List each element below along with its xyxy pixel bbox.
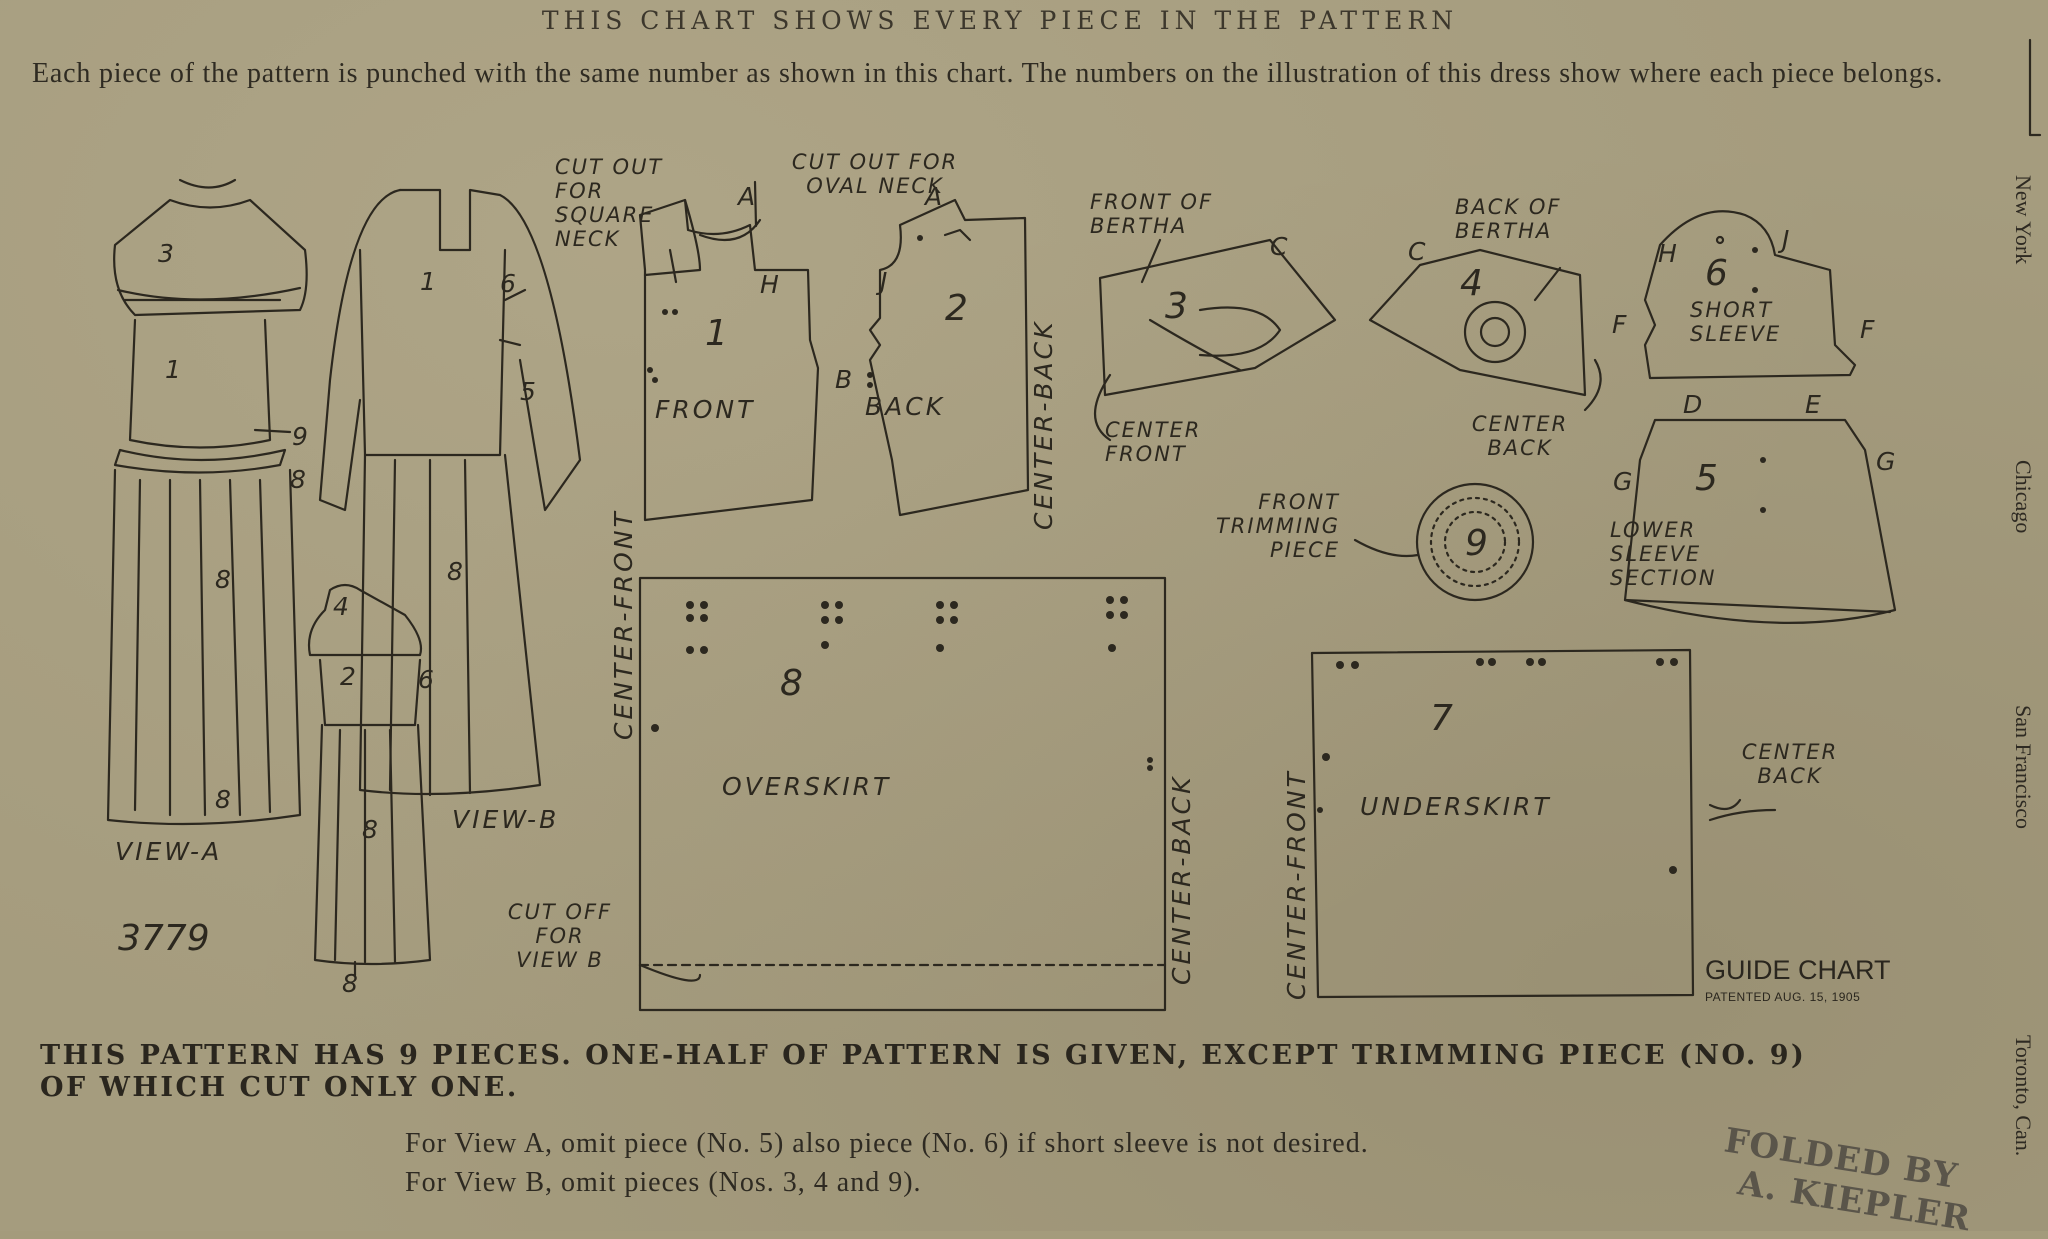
view-b-number: 6 [500,269,519,298]
piece-1-name: FRONT [655,395,755,424]
view-a-number: 8 [215,785,234,814]
city-san-francisco: San Francisco [2011,705,2036,830]
piece-6-short-sleeve [1643,210,1857,380]
child-illustration [307,583,432,977]
pieces-note-line1: THIS PATTERN HAS 9 PIECES. ONE-HALF OF P… [40,1040,1807,1071]
omit-view-a: For View A, omit piece (No. 5) also piec… [405,1128,1369,1159]
piece-8-number: 8 [780,663,803,704]
piece-7-name: UNDERSKIRT [1360,792,1552,821]
child-number: 6 [418,665,437,694]
piece-3-center: CENTER FRONT [1105,418,1202,466]
child-number: 2 [340,662,359,691]
piece-2-center: CENTER-BACK [1029,319,1058,530]
piece-9-number: 9 [1465,523,1488,564]
piece-9-name: FRONT TRIMMING PIECE [1215,490,1340,562]
piece-5-number: 5 [1695,458,1718,499]
guide-chart-label: GUIDE CHART [1705,955,1891,985]
piece-3-front-of-bertha [1098,238,1337,397]
pieces-note: THIS PATTERN HAS 9 PIECES. ONE-HALF OF P… [40,1040,2000,1104]
omit-view-b: For View B, omit pieces (Nos. 3, 4 and 9… [405,1167,922,1198]
child-number: 8 [362,815,381,844]
piece-2-mark: A [923,182,945,211]
piece-8-cut-off: CUT OFF FOR VIEW B [507,900,613,972]
piece-5-name: LOWER SLEEVE SECTION [1610,518,1717,590]
intro-text: Each piece of the pattern is punched wit… [32,58,1944,89]
piece-6-mark: F [1860,315,1877,344]
piece-7-right: CENTER BACK [1741,740,1839,788]
patent-note: PATENTED AUG. 15, 1905 [1705,990,1861,1004]
piece-9-trimming [1353,482,1535,602]
piece-6-mark: J [1777,225,1792,254]
piece-5-mark: E [1805,390,1824,419]
view-a-number: 1 [165,355,184,384]
piece-3-name: FRONT OF BERTHA [1090,190,1214,238]
pattern-number: 3779 [118,918,210,959]
piece-8-right: CENTER-BACK [1167,774,1196,985]
piece-4-back-of-bertha [1368,248,1587,397]
piece-1-mark: B [835,365,855,394]
piece-7-underskirt [1310,648,1742,999]
piece-6-number: 6 [1705,253,1728,294]
piece-5-mark: D [1683,390,1705,419]
piece-2-number: 2 [945,288,968,329]
piece-2-mark: J [875,267,890,296]
piece-8-name: OVERSKIRT [722,772,891,801]
piece-6-mark: F [1612,310,1629,339]
piece-1-cut-square: CUT OUT FOR SQUARE NECK [555,155,664,251]
view-b-label: VIEW-B [452,805,559,834]
piece-4-name: BACK OF BERTHA [1455,195,1562,243]
piece-8-overskirt [638,576,1167,1012]
piece-6-mark: H [1658,239,1680,268]
view-b-number: 5 [520,377,539,406]
piece-1-cut-oval: CUT OUT FOR OVAL NECK [791,150,959,198]
city-new-york: New York [2011,175,2036,265]
piece-1-center: CENTER-FRONT [609,509,638,740]
view-b-number: 8 [447,557,466,586]
piece-1-mark: H [760,270,782,299]
piece-2-name: BACK [865,392,945,421]
piece-5-lower-sleeve [1623,418,1897,624]
piece-3-number: 3 [1165,286,1188,327]
piece-5-mark: G [1876,447,1898,476]
perforations [647,235,1766,874]
child-number: 4 [333,592,352,621]
piece-6-name: SHORT SLEEVE [1690,298,1782,346]
piece-5-mark: G [1613,467,1635,496]
piece-4-mark: C [1408,237,1428,266]
piece-4-center: CENTER BACK [1471,412,1569,460]
view-b-illustration [318,188,582,797]
piece-4-number: 4 [1460,263,1483,304]
view-a-number: 8 [215,565,234,594]
view-a-number: 9 [292,422,311,451]
pieces-note-line2: OF WHICH CUT ONLY ONE. [40,1072,519,1103]
piece-1-mark: A [736,182,758,211]
piece-7-number: 7 [1430,698,1453,739]
child-number: 8 [342,969,361,998]
city-chicago: Chicago [2011,460,2036,534]
piece-3-mark: C [1270,232,1290,261]
piece-7-left: CENTER-FRONT [1282,769,1311,1000]
city-toronto: Toronto, Can. [2011,1035,2036,1157]
view-b-number: 1 [420,267,439,296]
piece-1-number: 1 [705,313,728,354]
view-a-number: 8 [290,465,309,494]
view-a-illustration [106,178,308,826]
view-a-label: VIEW-A [115,837,222,866]
view-a-number: 3 [158,239,177,268]
piece-2-back [868,198,1030,517]
chart-heading: THIS CHART SHOWS EVERY PIECE IN THE PATT… [541,6,1459,35]
